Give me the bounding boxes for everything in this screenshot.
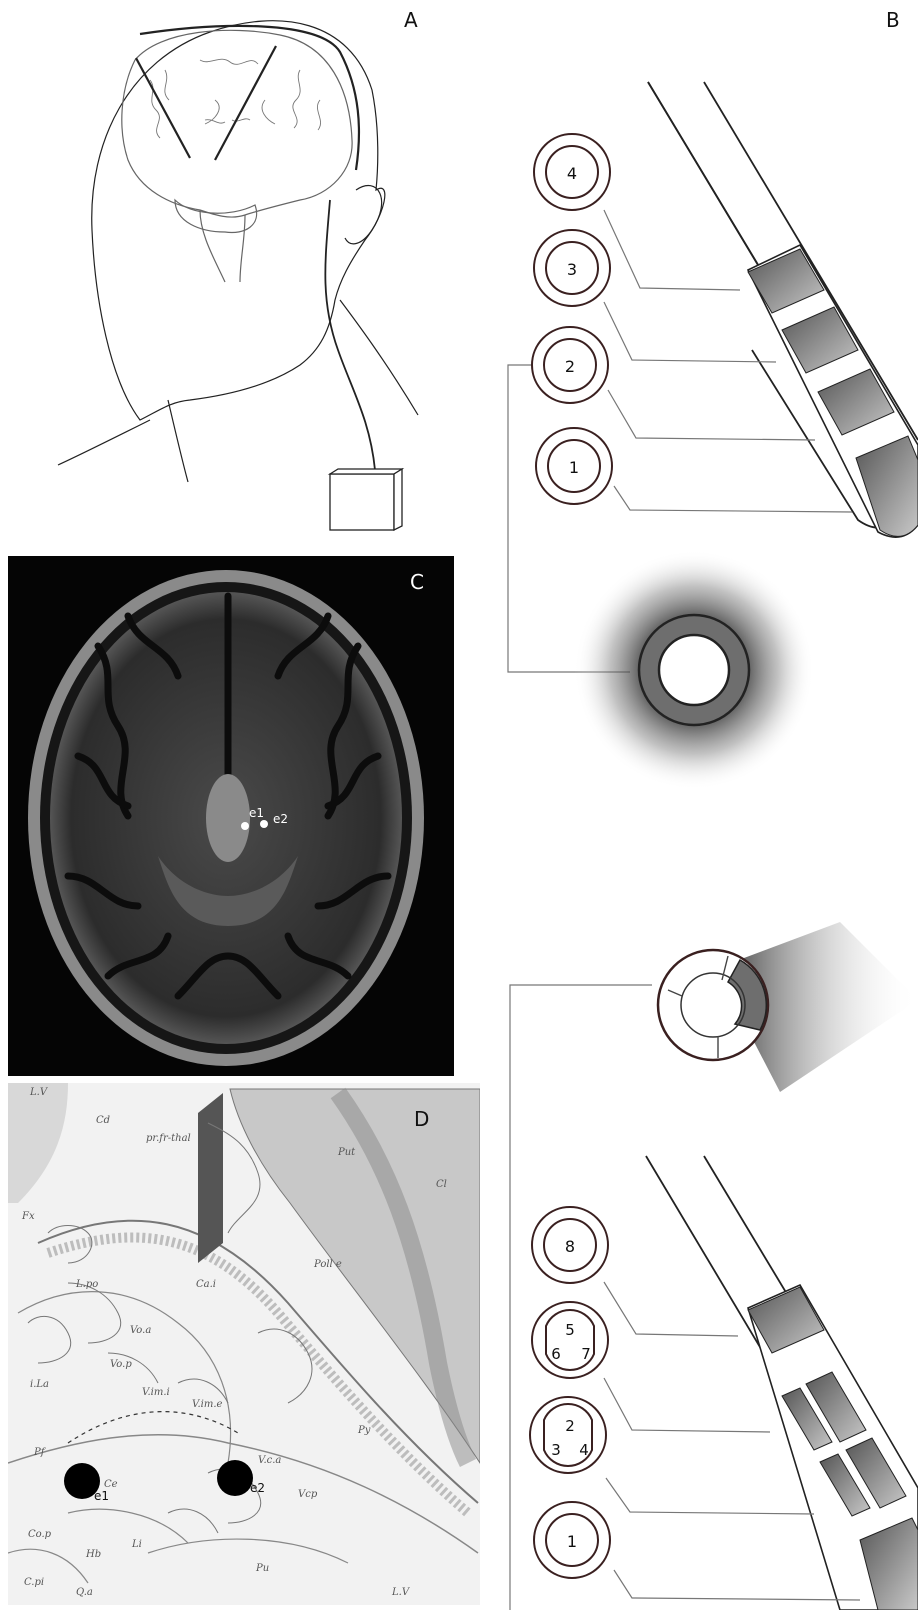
- contact-label-1-bottom: 1: [567, 1532, 577, 1551]
- atlas-label-cd: Cd: [96, 1115, 110, 1126]
- contact-label-3-seg: 3: [551, 1441, 561, 1459]
- contact-circles-top: [532, 134, 612, 504]
- contact-label-top-1: 1: [569, 458, 579, 477]
- atlas-label-lv: L.V: [30, 1087, 47, 1098]
- contact-label-2-seg: 2: [565, 1417, 575, 1435]
- atlas-label-voa: Vo.a: [130, 1325, 151, 1336]
- contact-label-8: 8: [565, 1237, 575, 1256]
- mri-label-e1: e1: [249, 806, 264, 820]
- atlas-label-put: Put: [338, 1147, 355, 1158]
- atlas-label-vimi: V.im.i: [142, 1387, 170, 1398]
- extension-cable: [325, 200, 375, 470]
- atlas-label-vca: V.c.a: [258, 1455, 281, 1466]
- atlas-label-ila: i.La: [30, 1379, 49, 1390]
- atlas-label-cop: Co.p: [28, 1529, 51, 1540]
- panel-label-c: C: [410, 570, 424, 594]
- atlas-label-lv-bottom: L.V: [392, 1587, 409, 1598]
- mri-image: [8, 556, 454, 1076]
- atlas-label-polle: Poll e: [314, 1259, 344, 1270]
- atlas-label-fx: Fx: [22, 1211, 35, 1222]
- mri-panel: C e1 e2: [8, 556, 454, 1076]
- atlas-label-hb: Hb: [86, 1549, 101, 1560]
- atlas-label-vop: Vo.p: [110, 1359, 132, 1370]
- omnidirectional-field: [574, 550, 814, 790]
- contact-label-4-seg: 4: [579, 1441, 589, 1459]
- contact-label-5: 5: [565, 1321, 575, 1339]
- atlas-label-py: Py: [358, 1425, 370, 1436]
- contact-label-7: 7: [581, 1345, 591, 1363]
- atlas-label-pu: Pu: [256, 1563, 269, 1574]
- atlas-label-prfrthal: pr.fr-thal: [146, 1133, 202, 1144]
- atlas-label-li: Li: [132, 1539, 142, 1550]
- panel-label-d: D: [414, 1107, 429, 1131]
- contact-label-top-2: 2: [565, 357, 575, 376]
- pulse-generator: [330, 469, 402, 530]
- ring-lead: [648, 82, 918, 537]
- contact-label-6: 6: [551, 1345, 561, 1363]
- directional-field: [658, 922, 918, 1092]
- head-illustration: [58, 21, 418, 482]
- contact-label-top-3: 3: [567, 260, 577, 279]
- atlas-label-cl: Cl: [436, 1179, 447, 1190]
- atlas-label-vcp: Vcp: [298, 1489, 317, 1500]
- atlas-label-lpo: L.po: [76, 1279, 98, 1290]
- atlas-label-cpi: C.pi: [24, 1577, 44, 1588]
- atlas-drawing: [8, 1083, 480, 1605]
- atlas-label-qa: Q.a: [76, 1587, 93, 1598]
- contact-circles-bottom: [530, 1207, 610, 1578]
- atlas-label-pf: Pf: [34, 1447, 44, 1458]
- atlas-label-e2: e2: [250, 1481, 265, 1495]
- mri-label-e2: e2: [273, 812, 288, 826]
- contact-label-top-4: 4: [567, 164, 577, 183]
- atlas-label-vime: V.im.e: [192, 1399, 222, 1410]
- lead-trajectories: [136, 26, 359, 170]
- directional-lead: [646, 1156, 918, 1610]
- atlas-label-cai: Ca.i: [196, 1279, 216, 1290]
- atlas-panel: D L.V Cd pr.fr-thal Put Cl Fx Poll e L.p…: [8, 1083, 480, 1605]
- atlas-label-e1: e1: [94, 1489, 109, 1503]
